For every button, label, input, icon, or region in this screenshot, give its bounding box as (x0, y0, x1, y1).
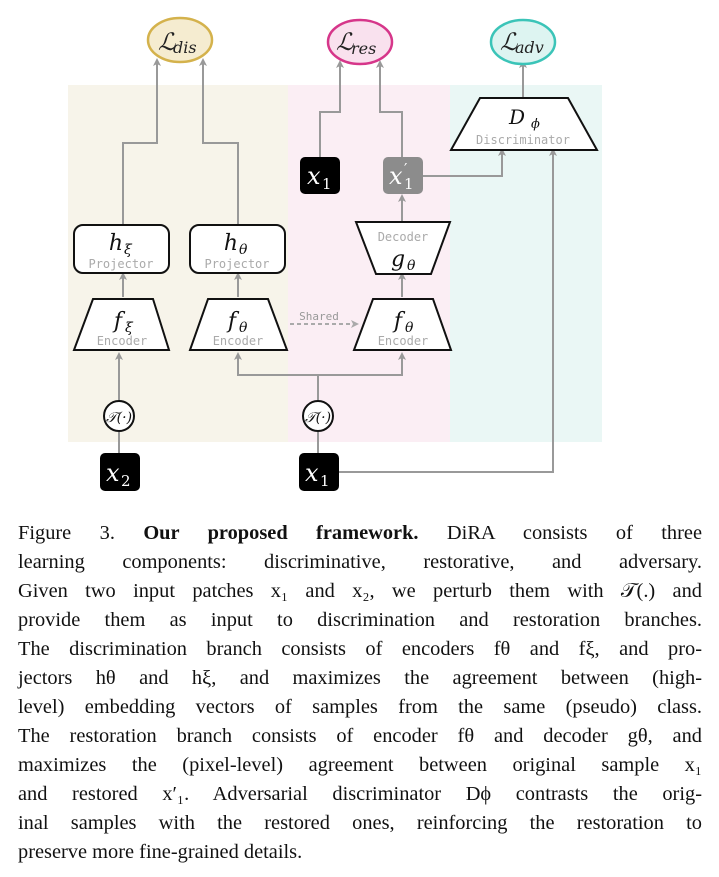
encoder-theta-right-label: Encoder (378, 334, 429, 348)
caption-line: maximizes the (pixel-level) agreement be… (18, 754, 702, 776)
x2-input-box: x 2 (100, 453, 140, 491)
decoder-label: Decoder (378, 230, 429, 244)
decoder-symbol: g (391, 247, 405, 272)
loss-adv-sub: adv (515, 38, 544, 57)
encoder-xi-block: f ξ Encoder (72, 298, 171, 351)
x1-bottom-sub: 1 (320, 472, 330, 490)
projector-theta-label: Projector (204, 257, 269, 271)
projector-theta-block: h θ Projector (189, 224, 286, 274)
loss-adv-node: ℒ adv (489, 18, 557, 66)
x1-top-symbol: x (307, 162, 321, 190)
caption-line: level) embedding vectors of samples from… (18, 696, 702, 718)
x1-restored-sub: 1 (404, 175, 414, 193)
encoder-theta-left-sub: θ (239, 320, 248, 336)
x2-sub: 2 (121, 472, 131, 490)
discriminator-block: D ϕ Discriminator (449, 97, 599, 151)
encoder-theta-right-block: f θ Encoder (352, 298, 453, 351)
caption-line: The discrimination branch consists of en… (18, 638, 702, 660)
loss-dis-sub: dis (173, 38, 197, 57)
loss-res-symbol: ℒ (336, 28, 354, 56)
loss-res-sub: res (351, 39, 376, 58)
x1-restored-symbol: x (389, 162, 403, 190)
caption-line: and restored x′₁. Adversarial discrimina… (18, 783, 702, 805)
caption-line: provide them as input to discrimination … (18, 609, 702, 631)
loss-res-node: ℒ res (326, 18, 394, 66)
discriminator-label: Discriminator (476, 133, 570, 147)
encoder-xi-label: Encoder (97, 334, 148, 348)
x1-bottom-symbol: x (305, 459, 319, 487)
encoder-theta-right-sub: θ (405, 320, 414, 336)
transform-left-symbol: 𝒯(·) (106, 410, 132, 426)
x2-symbol: x (106, 459, 120, 487)
discriminator-sub: ϕ (531, 117, 540, 132)
projector-xi-sub: ξ (124, 242, 133, 258)
encoder-xi-sub: ξ (125, 320, 134, 336)
x1-original-box: x 1 (300, 157, 340, 194)
caption-line: inal samples with the restored ones, rei… (18, 812, 702, 834)
figure-caption: Figure 3. Our proposed framework. DiRA c… (18, 519, 702, 867)
encoder-theta-left-block: f θ Encoder (188, 298, 289, 351)
x1-restored-box: x ′ 1 (383, 157, 423, 194)
decoder-block: Decoder g θ (354, 221, 452, 275)
loss-dis-node: ℒ dis (146, 16, 214, 64)
caption-line: learning components: discriminative, res… (18, 551, 702, 573)
projector-xi-block: h ξ Projector (73, 224, 170, 274)
x1-restored-prime: ′ (404, 160, 408, 178)
x1-input-box: x 1 (299, 453, 339, 491)
caption-line: Given two input patches x₁ and x₂, we pe… (18, 580, 702, 602)
projector-xi-label: Projector (88, 257, 153, 271)
loss-dis-symbol: ℒ (158, 28, 176, 56)
transform-right-symbol: 𝒯(·) (305, 410, 331, 426)
caption-line: preserve more fine-grained details. (18, 841, 303, 863)
caption-line: jectors hθ and hξ, and maximizes the agr… (18, 667, 702, 689)
discriminator-symbol: D (508, 105, 525, 129)
projector-theta-sub: θ (239, 242, 248, 258)
framework-diagram: Shared ℒ dis ℒ res ℒ adv D ϕ Discriminat… (68, 16, 602, 491)
shared-label: Shared (299, 310, 339, 323)
projector-xi-symbol: h (109, 231, 123, 256)
loss-adv-symbol: ℒ (500, 28, 518, 56)
caption-line: The restoration branch consists of encod… (18, 725, 702, 747)
decoder-sub: θ (407, 258, 416, 274)
caption-line: Figure 3. Our proposed framework. DiRA c… (18, 522, 703, 544)
transform-left-node: 𝒯(·) (103, 400, 135, 432)
projector-theta-symbol: h (224, 231, 238, 256)
x1-top-sub: 1 (322, 175, 332, 193)
transform-right-node: 𝒯(·) (302, 400, 334, 432)
encoder-theta-left-label: Encoder (213, 334, 264, 348)
